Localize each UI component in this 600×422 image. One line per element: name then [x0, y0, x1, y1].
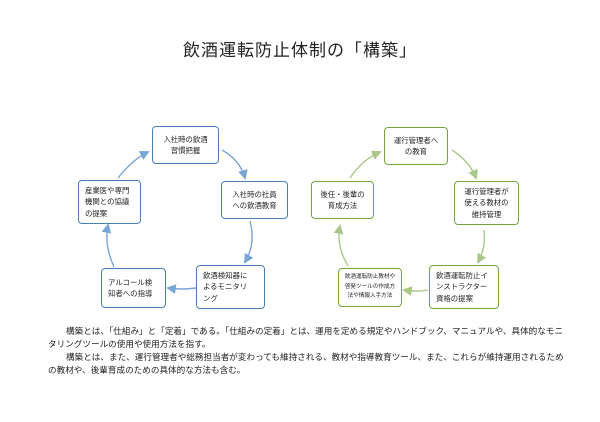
left-node-new-hire-education: 入社時の社員 への飲酒教育	[221, 181, 288, 219]
left-node-alcohol-guidance: アルコール検 知者への指導	[101, 268, 166, 308]
left-node-detector-monitoring: 飲酒検知器に よるモニタリ ング	[196, 265, 265, 309]
right-node-instructor-license: 飲酒運転防止イ ンストラクター 資格の提案	[429, 265, 499, 309]
right-node-material-maintenance: 運行管理者が 使える教材の 維持管理	[454, 181, 519, 225]
left-node-intake-habits: 入社時の飲酒 習慣把握	[152, 126, 219, 164]
right-arrow-2	[477, 229, 487, 264]
description: 構築とは、「仕組み」と「定着」である。「仕組みの定着」とは、運用を定める規定やハ…	[48, 326, 568, 378]
description-paragraph-1: 構築とは、「仕組み」と「定着」である。「仕組みの定着」とは、運用を定める規定やハ…	[48, 327, 564, 350]
description-paragraph-2: 構築とは、また、運行管理者や総務担当者が変わっても維持される、教材や指導教育ツー…	[48, 353, 564, 376]
right-node-manager-education: 運行管理者へ の教育	[384, 127, 448, 165]
left-arrow-2	[243, 220, 254, 264]
page-title: 飲酒運転防止体制の「構築」	[183, 41, 417, 61]
left-arrow-4	[101, 223, 115, 268]
right-arrow-5	[349, 150, 382, 179]
left-node-doctor-consultation: 産業医や専門 機関との協議 の提案	[78, 180, 141, 224]
left-arrow-1	[221, 149, 248, 180]
right-arrow-1	[451, 149, 478, 180]
right-node-successor-training: 後任・後輩の 育成方法	[311, 181, 374, 219]
left-arrow-3	[166, 284, 197, 294]
right-arrow-3	[402, 286, 429, 296]
right-arrow-4	[333, 224, 349, 267]
left-arrow-5	[117, 151, 150, 179]
right-node-materials-creation: 飲酒運転防止教材や 啓発ツールの作成方 法や情報入手方法	[338, 268, 402, 307]
